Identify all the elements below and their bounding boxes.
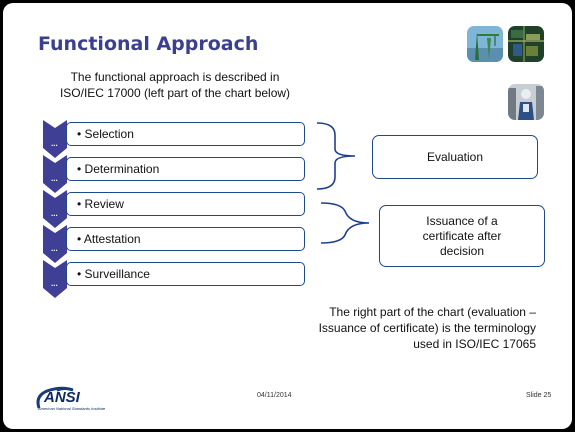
chevron-arrow-icon: [43, 260, 67, 298]
intro-line: ISO/IEC 17000 (left part of the chart be…: [59, 86, 291, 100]
terminology-note: The right part of the chart (evaluation …: [276, 304, 536, 352]
circuit-board-photo: [508, 26, 544, 62]
step-marker: ...: [51, 244, 58, 253]
chevron-arrow-icon: [43, 120, 67, 158]
slide: Functional Approach The functional appro…: [3, 3, 572, 429]
note-line: used in ISO/IEC 17065: [413, 337, 536, 351]
note-line: Issuance of certificate) is the terminol…: [318, 321, 536, 335]
step-marker: ...: [51, 279, 58, 288]
logo-subtext: American National Standards Institute: [38, 406, 106, 411]
footer-slide-number: Slide 25: [526, 392, 552, 399]
brace-issuance: [320, 202, 370, 244]
engineer-photo: [508, 84, 544, 120]
chevron-arrow-icon: [43, 225, 67, 263]
issuance-line: decision: [439, 243, 484, 258]
step-selection: • Selection: [66, 122, 305, 146]
step-marker: ...: [51, 209, 58, 218]
logo-text: ANSI: [44, 389, 80, 406]
crane-photo: [467, 26, 503, 62]
slide-title: Functional Approach: [38, 33, 259, 55]
issuance-box: Issuance of a certificate after decision: [379, 205, 545, 267]
step-marker: ...: [51, 174, 58, 183]
footer-date: 04/11/2014: [257, 392, 292, 399]
evaluation-label: Evaluation: [426, 150, 484, 164]
step-review: • Review: [66, 192, 305, 216]
chevron-arrow-icon: [43, 155, 67, 193]
issuance-line: certificate after: [422, 228, 502, 243]
chevron-arrow-icon: [43, 190, 67, 228]
issuance-line: Issuance of a: [426, 213, 498, 228]
brace-evaluation: [316, 122, 356, 190]
evaluation-box: Evaluation: [372, 135, 538, 179]
step-determination: • Determination: [66, 157, 305, 181]
note-line: The right part of the chart (evaluation …: [329, 305, 536, 319]
intro-line: The functional approach is described in: [70, 70, 280, 84]
ansi-logo: ANSI American National Standards Institu…: [33, 386, 123, 412]
intro-text: The functional approach is described in …: [35, 69, 315, 101]
step-surveillance: • Surveillance: [66, 262, 305, 286]
step-attestation: • Attestation: [66, 227, 305, 251]
step-marker: ...: [51, 139, 58, 148]
